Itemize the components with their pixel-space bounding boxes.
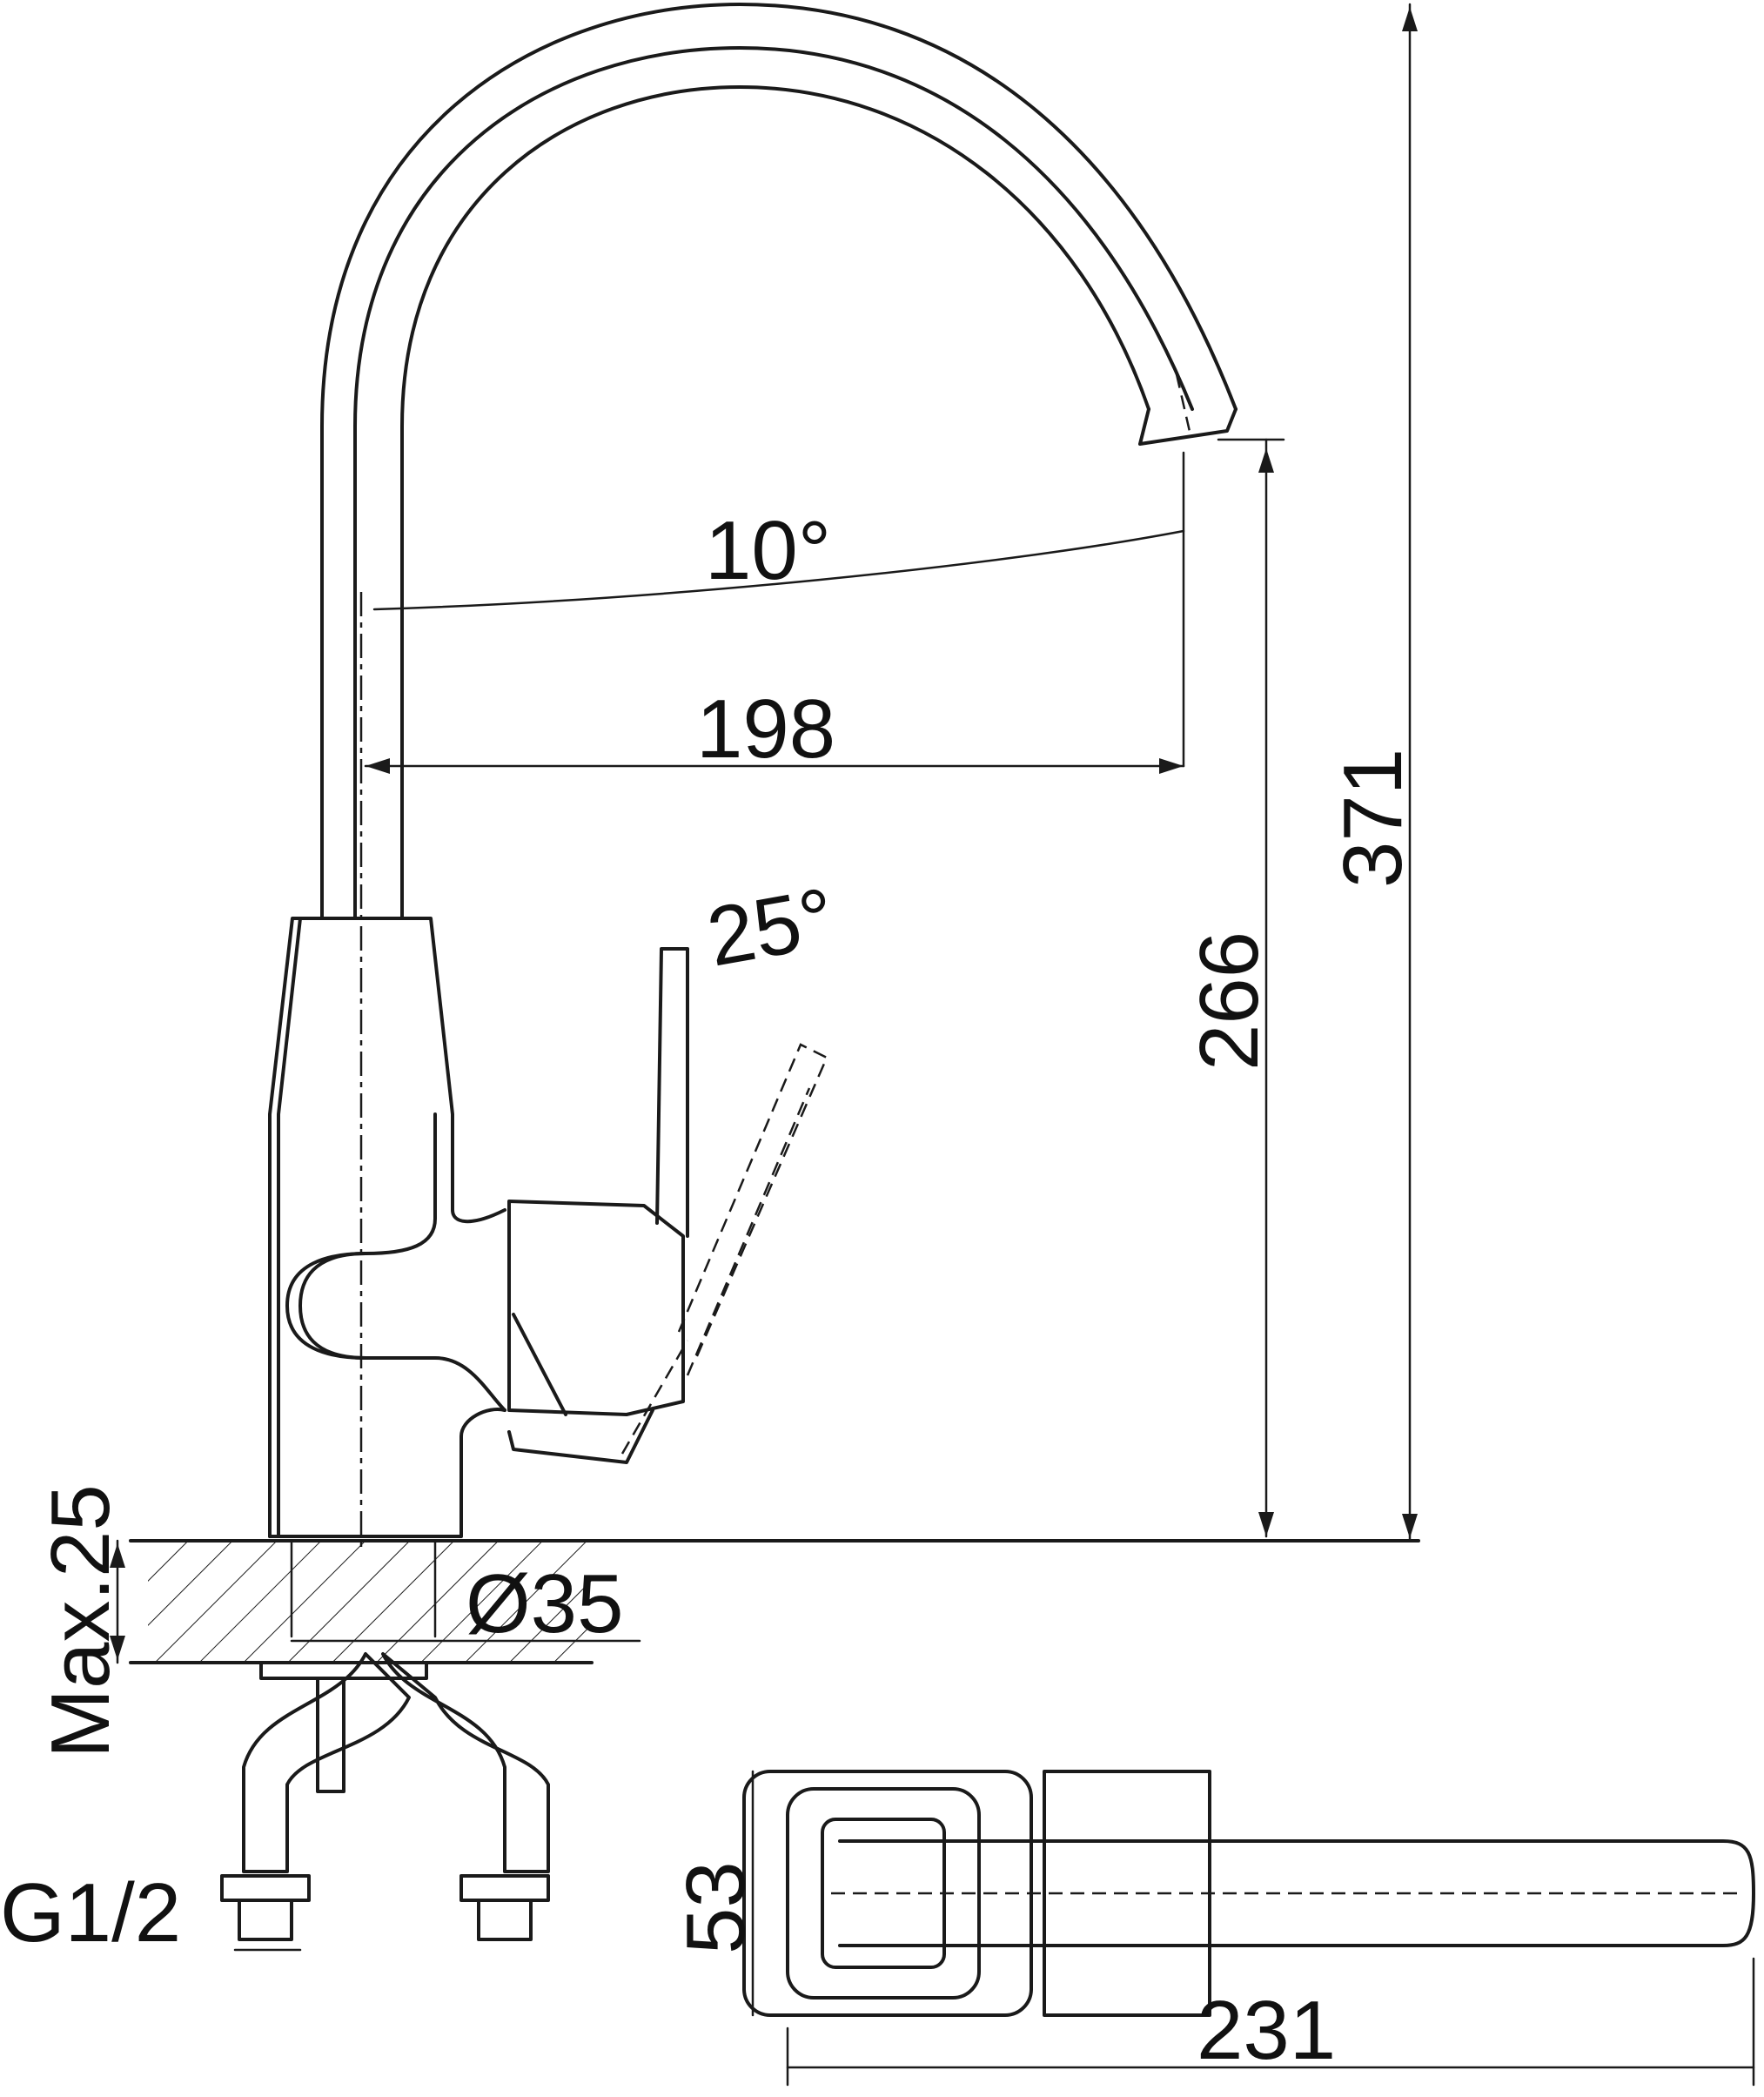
- dim-lever-angle: 25°: [701, 870, 842, 985]
- countertop-section: [129, 1539, 1420, 1793]
- supply-hoses: [220, 1652, 550, 1941]
- dim-spout-height: 266: [1183, 931, 1276, 1071]
- dim-max-counter: Max.25: [34, 1484, 127, 1758]
- lever-handle: [507, 947, 828, 1464]
- faucet-body: [268, 592, 506, 1549]
- dim-plan-width: 53: [669, 1861, 762, 1954]
- dim-total-height: 371: [1326, 749, 1419, 888]
- dimension-lines: [110, 3, 1755, 2087]
- dim-spout-reach: 198: [696, 682, 835, 776]
- dim-hole-diameter: Ø35: [466, 1557, 623, 1650]
- dim-connection: G1/2: [0, 1866, 181, 1959]
- spout-tip-centerline: [1175, 373, 1192, 436]
- dim-plan-length: 231: [1197, 1984, 1336, 2077]
- spout: [320, 3, 1237, 920]
- plan-view: [742, 1770, 1755, 2017]
- dim-spout-angle: 10°: [705, 504, 831, 597]
